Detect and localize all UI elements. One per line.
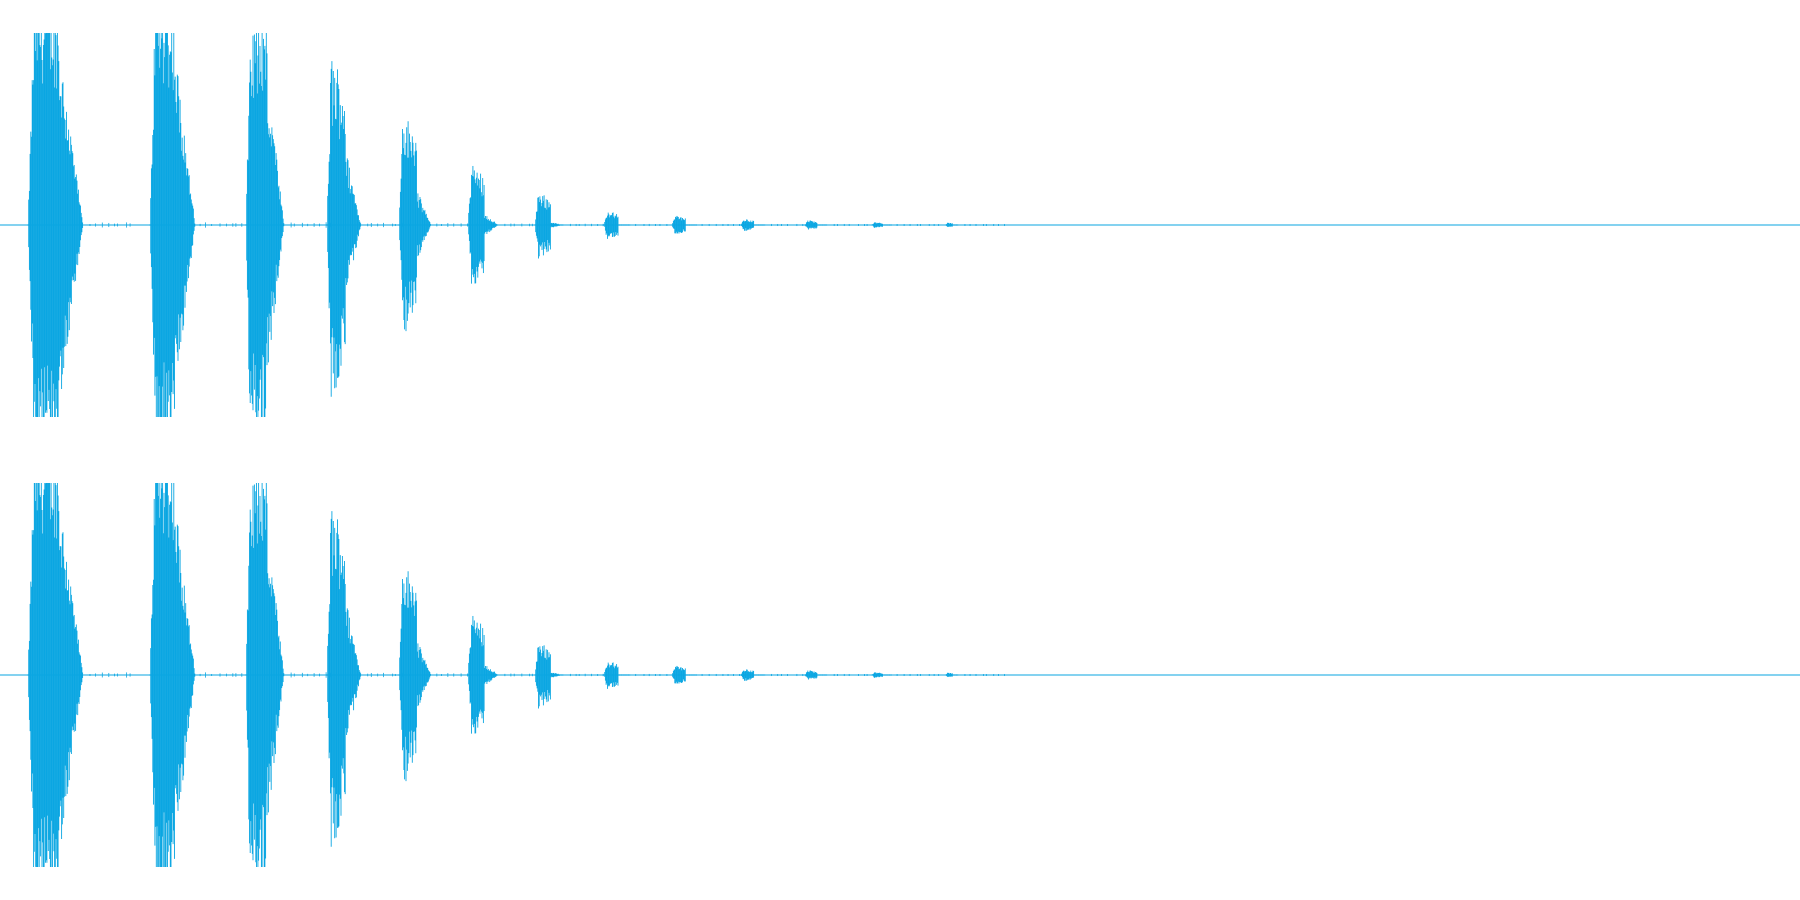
waveform-burst	[671, 665, 745, 684]
waveform-burst	[603, 212, 680, 239]
waveform-burst	[149, 483, 243, 867]
waveform-burst	[871, 672, 940, 678]
waveform-burst	[326, 61, 410, 397]
waveform-burst	[804, 670, 878, 680]
waveform-burst	[467, 615, 547, 734]
waveform-burst	[467, 165, 547, 284]
waveform-burst	[149, 33, 243, 417]
channel-top-waveform[interactable]	[0, 33, 1800, 417]
waveform-burst	[398, 571, 478, 782]
waveform-burst	[740, 219, 812, 231]
waveform-burst	[534, 195, 613, 259]
waveform-burst	[804, 220, 878, 230]
waveform-burst	[245, 483, 331, 867]
channel-bottom-waveform[interactable]	[0, 483, 1800, 867]
waveform-burst	[27, 483, 131, 867]
waveform-burst	[603, 662, 680, 689]
waveform-burst	[671, 215, 745, 234]
waveform-burst	[245, 33, 331, 417]
waveform-burst	[326, 511, 410, 847]
waveform-burst	[871, 222, 940, 228]
waveform-burst	[740, 669, 812, 681]
waveform-burst	[398, 121, 478, 332]
waveform-burst	[534, 645, 613, 709]
waveform-burst	[27, 33, 131, 417]
waveform-burst	[945, 672, 1006, 677]
waveform-burst	[945, 222, 1006, 227]
